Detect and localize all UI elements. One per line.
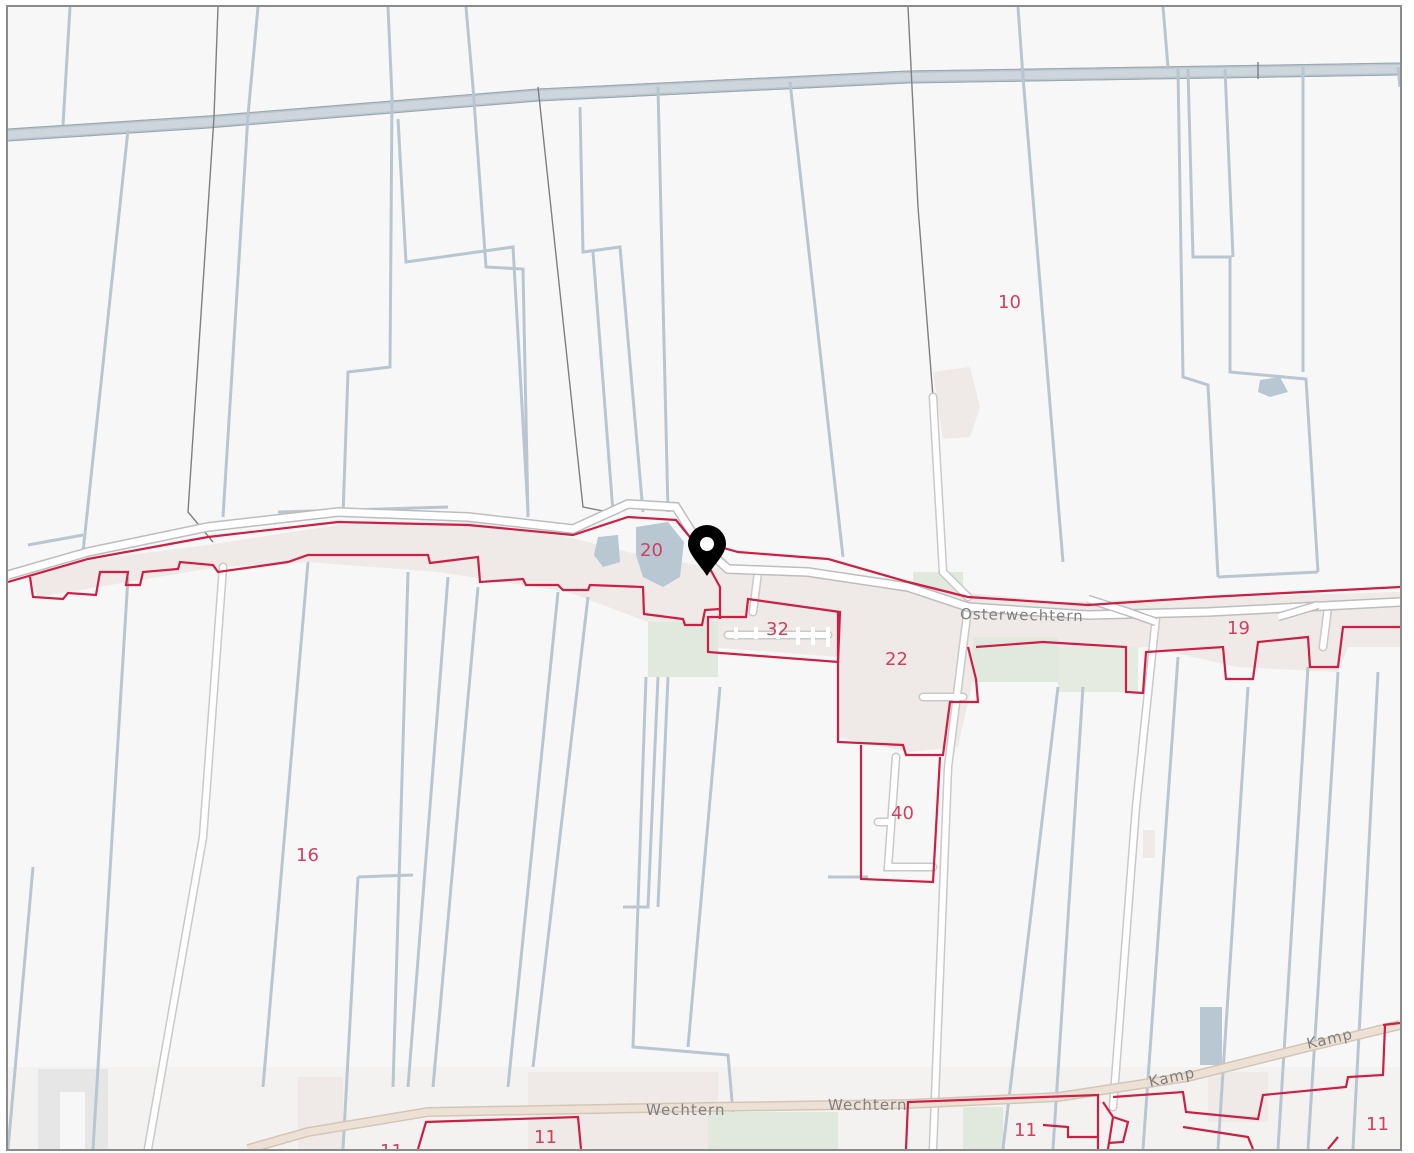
service-roads [143, 392, 1333, 1149]
parcel-labels: 10 20 32 22 19 40 16 11 11 11 11 [296, 292, 1389, 1149]
street-label-osterwechtern: Osterwechtern [960, 605, 1084, 625]
street-label-wechtern: Wechtern [828, 1096, 907, 1114]
parcel-label: 10 [998, 292, 1021, 313]
street-label-wechtern: Wechtern [646, 1101, 725, 1119]
map-canvas[interactable]: 10 20 32 22 19 40 16 11 11 11 11 Osterwe… [8, 7, 1400, 1149]
water-bodies [594, 377, 1288, 1065]
parcel-label: 19 [1227, 618, 1250, 639]
parcel-label: 11 [380, 1141, 403, 1149]
parcel-label: 40 [891, 803, 914, 824]
parcel-label: 32 [766, 619, 789, 640]
parcel-label: 16 [296, 845, 319, 866]
map-pin-icon[interactable] [688, 525, 726, 576]
map-frame[interactable]: 10 20 32 22 19 40 16 11 11 11 11 Osterwe… [6, 5, 1402, 1151]
parcel-label: 11 [1366, 1114, 1389, 1135]
parcel-label: 11 [1014, 1120, 1037, 1141]
parcel-label: 11 [534, 1127, 557, 1148]
street-labels: Osterwechtern Wechtern Wechtern Kamp Kam… [646, 605, 1355, 1119]
parcel-label: 20 [640, 540, 663, 561]
drainage-ditches [8, 7, 1400, 1149]
parcel-label: 22 [885, 649, 908, 670]
